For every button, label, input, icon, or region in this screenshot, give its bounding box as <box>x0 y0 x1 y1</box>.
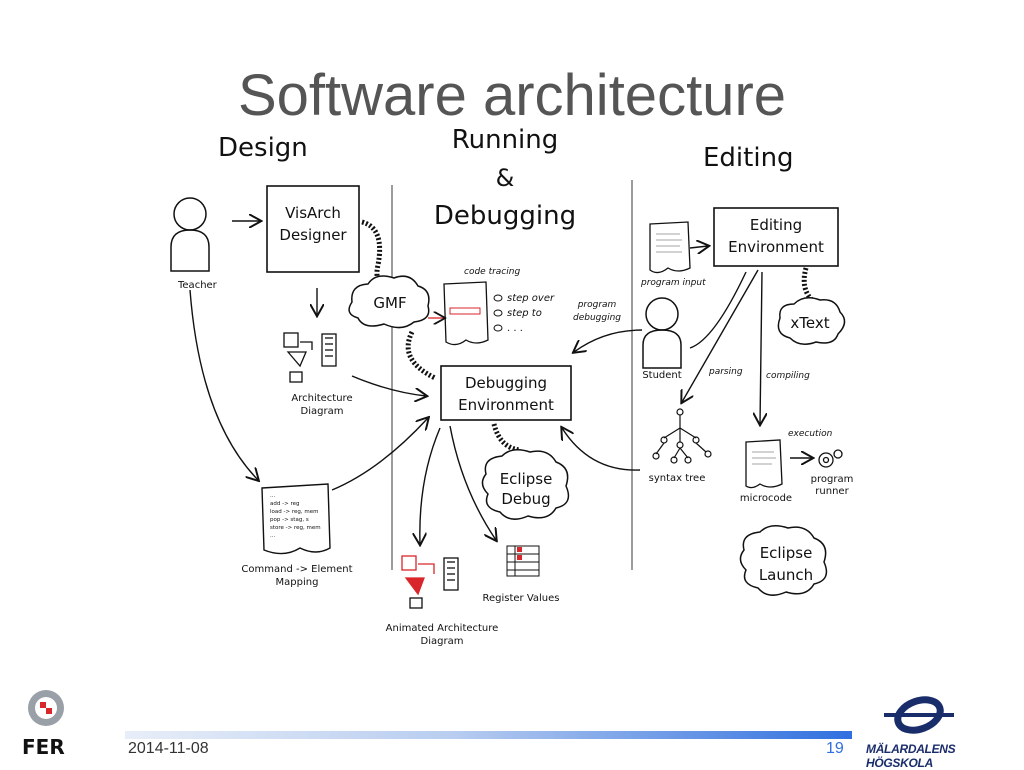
animated-architecture-line2: Diagram <box>421 636 464 647</box>
section-ampersand: & <box>496 164 515 192</box>
syntax-tree-label: syntax tree <box>649 473 706 484</box>
teacher-figure <box>170 197 210 272</box>
svg-text:. . .: . . . <box>507 323 523 334</box>
register-values-label: Register Values <box>482 593 559 604</box>
parsing-label: parsing <box>708 367 743 377</box>
register-values-icon <box>506 545 540 577</box>
step-options: step over step to . . . <box>493 293 555 334</box>
eclipse-launch-line2: Launch <box>759 566 813 584</box>
code-tracing-scroll <box>443 281 489 346</box>
command-mapping-line1: Command -> Element <box>241 564 352 575</box>
svg-text:load -> reg, mem: load -> reg, mem <box>270 509 318 515</box>
teacher-label: Teacher <box>177 280 218 291</box>
command-mapping-scroll <box>261 483 331 555</box>
compiling-label: compiling <box>766 371 810 381</box>
coil-connector-left <box>361 219 401 303</box>
section-debugging: Debugging <box>434 201 576 231</box>
eclipse-debug-line2: Debug <box>501 490 550 508</box>
editing-environment-line2: Environment <box>728 238 824 256</box>
student-figure <box>642 297 682 369</box>
command-mapping-line2: Mapping <box>276 577 319 588</box>
debugging-environment-box <box>440 365 572 421</box>
microcode-label: microcode <box>740 493 792 504</box>
gmf-label: GMF <box>373 294 406 312</box>
slide-title: Software architecture <box>237 63 787 128</box>
gmf-cloud <box>348 275 430 329</box>
program-debugging-line1: program <box>577 300 617 310</box>
architecture-diagram-line1: Architecture <box>291 393 352 404</box>
xtext-cloud <box>777 297 846 345</box>
animated-architecture-icon <box>401 555 459 609</box>
svg-text:pop -> stag, s: pop -> stag, s <box>270 517 309 523</box>
debugging-environment-line2: Environment <box>458 396 554 414</box>
svg-text:...: ... <box>270 493 275 499</box>
svg-text:add -> reg: add -> reg <box>270 501 299 507</box>
footer-page-number: 19 <box>826 740 844 757</box>
gears-icon <box>818 449 843 468</box>
code-tracing-label: code tracing <box>464 267 520 277</box>
execution-label: execution <box>788 429 833 439</box>
architecture-diagram: Design Running & Debugging Editing Teach… <box>170 125 854 647</box>
fer-logo: FER <box>22 690 65 758</box>
mdh-logo-text: MÄLARDALENS HÖGSKOLA <box>866 742 956 770</box>
architecture-diagram-icon <box>283 332 337 383</box>
architecture-diagram-line2: Diagram <box>301 406 344 417</box>
mdh-logo <box>884 696 954 734</box>
editing-environment-line1: Editing <box>750 216 802 234</box>
eclipse-debug-line1: Eclipse <box>500 470 553 488</box>
svg-text:FER: FER <box>22 735 65 758</box>
section-design: Design <box>218 133 308 163</box>
svg-text:...: ... <box>270 533 275 539</box>
footer-date: 2014-11-08 <box>128 740 209 757</box>
animated-architecture-line1: Animated Architecture <box>386 623 499 634</box>
section-editing: Editing <box>703 143 794 173</box>
syntax-tree-icon <box>652 408 712 464</box>
editing-environment-box <box>713 207 839 267</box>
program-debugging-line2: debugging <box>573 313 621 323</box>
program-runner-line2: runner <box>815 486 849 497</box>
footer-bar <box>125 731 852 739</box>
visarch-designer-box <box>266 185 360 273</box>
program-input-scroll <box>649 221 691 274</box>
step-to-label: step to <box>507 308 542 319</box>
xtext-label: xText <box>790 314 829 332</box>
visarch-designer-line2: Designer <box>279 226 347 244</box>
eclipse-debug-cloud <box>481 449 570 520</box>
eclipse-launch-line1: Eclipse <box>760 544 813 562</box>
mapping-lines: ... add -> reg load -> reg, mem pop -> s… <box>270 493 321 539</box>
debugging-environment-line1: Debugging <box>465 374 547 392</box>
visarch-designer-line1: VisArch <box>285 204 341 222</box>
program-input-label: program input <box>640 278 706 288</box>
svg-text:store -> reg, mem: store -> reg, mem <box>270 525 321 531</box>
step-over-label: step over <box>507 293 555 304</box>
eclipse-launch-cloud <box>739 525 828 596</box>
program-runner-line1: program <box>811 474 854 485</box>
student-label: Student <box>642 370 681 381</box>
section-running: Running <box>452 125 559 155</box>
